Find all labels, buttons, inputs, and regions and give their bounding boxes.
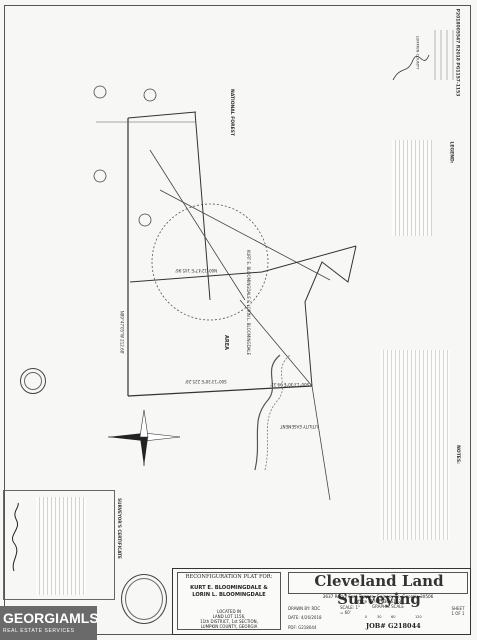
location-line-2: LAND LOT 1156, <box>212 614 246 619</box>
graphic-scale-label: GRAPHIC SCALE <box>372 604 404 609</box>
location-line-1: LOCATED IN <box>217 609 241 614</box>
engineer-seal-icon <box>20 368 46 394</box>
legend-text-block <box>392 140 432 236</box>
sheet-label: SHEET 1 OF 1 <box>451 606 465 616</box>
utility-easement-label: UTILITY EASEMENT <box>280 424 318 429</box>
brand-subtitle: REAL ESTATE SERVICES <box>3 628 75 634</box>
creek-line-2 <box>264 354 291 471</box>
surveyor-signature-icon <box>12 502 19 572</box>
scale-tick-120: 120 <box>415 615 422 619</box>
notes-heading: NOTES: <box>454 445 460 464</box>
boundary-south-line <box>127 385 313 397</box>
boundary-north-line <box>127 111 197 119</box>
national-forest-label: NATIONAL FOREST <box>228 89 234 136</box>
scale-tick-60: 60 <box>391 615 396 619</box>
company-street: 3637 Rocky Ford Terrace, Gainesville, Ge… <box>322 594 434 599</box>
recording-number: P2018005547 R2018 PG1157-1153 <box>454 8 460 97</box>
diagonal-line <box>239 299 313 387</box>
owner-name-1: KURT E. BLOOMINGDALE & <box>190 585 268 591</box>
location-line-4: LUMPKIN COUNTY, GEORGIA <box>200 624 258 629</box>
plat-title: RECONFIGURATION PLAT FOR: <box>185 574 273 580</box>
legend-heading: LEGEND: <box>448 141 454 164</box>
creek-line <box>254 354 281 471</box>
reconfiguration-box: RECONFIGURATION PLAT FOR: KURT E. BLOOMI… <box>177 572 281 630</box>
notes-text-block <box>380 350 450 540</box>
surveyor-certificate-box: SURVEYOR'S CERTIFICATE <box>3 490 122 600</box>
location-line-3: 11th DISTRICT, 1st SECTION, <box>200 619 258 624</box>
bearing-east-label: S00°13'30"E 99.32' <box>270 382 310 387</box>
area-label: AREA <box>223 334 230 351</box>
title-block <box>172 568 471 635</box>
owner-name-2: LORIN L. BLOOMINGDALE <box>192 592 266 598</box>
certificate-heading: SURVEYOR'S CERTIFICATE <box>116 498 122 559</box>
north-arrow-icon <box>108 409 181 466</box>
scale-label: SCALE: 1" = 60' <box>340 605 360 615</box>
bearing-north-label: N00°12'47"E 145.96' <box>175 268 218 273</box>
parcel-owner-label: KURT E. BLOOMINGDALE & LORIN L. BLOOMING… <box>246 249 252 356</box>
pdf-label: PDF: G218044 <box>288 625 317 630</box>
road-line-2 <box>149 149 246 301</box>
location-text: LOCATED IN LAND LOT 1156, 11th DISTRICT,… <box>178 609 280 629</box>
job-number: JOB# G218044 <box>366 622 421 630</box>
bearing-south-label: S00°13'30"E 225.28' <box>185 379 227 384</box>
boundary-east-line <box>304 245 357 387</box>
surveyor-seal-icon <box>121 574 167 624</box>
date-label: DATE: 4/26/2018 <box>288 615 322 620</box>
monument-symbols <box>93 85 157 227</box>
clerk-signature-icon <box>392 30 454 81</box>
parcel-vertical-line <box>194 111 211 301</box>
certificate-text-block <box>36 497 86 595</box>
company-name: Cleveland Land Surveying <box>314 572 444 608</box>
owner-names: KURT E. BLOOMINGDALE & LORIN L. BLOOMING… <box>178 585 280 599</box>
scale-tick-0: 0 <box>365 615 368 619</box>
company-phone: Office (678) 936-6163 <box>354 599 402 604</box>
brand-name: GEORGIAMLS <box>3 610 99 626</box>
company-name-box: Cleveland Land Surveying <box>288 572 468 608</box>
scale-tick-30: 30 <box>377 615 382 619</box>
recording-county: LUMPKIN COUNTY <box>415 35 421 70</box>
georgia-mls-watermark: GEORGIAMLS REAL ESTATE SERVICES <box>0 606 99 640</box>
drawn-by: DRAWN BY: RDC <box>288 606 321 611</box>
company-address: 3637 Rocky Ford Terrace, Gainesville, Ge… <box>288 594 468 604</box>
road-line <box>159 189 331 281</box>
parcel-divider-line <box>129 271 263 283</box>
cul-de-sac-circle <box>151 203 269 321</box>
easement-line <box>261 245 357 273</box>
lower-property-line <box>311 385 331 501</box>
bearing-west-label: N89°47'05"W 212.68' <box>119 310 125 355</box>
recording-stamp: P2018005547 R2018 PG1157-1153 LUMPKIN CO… <box>383 8 468 102</box>
